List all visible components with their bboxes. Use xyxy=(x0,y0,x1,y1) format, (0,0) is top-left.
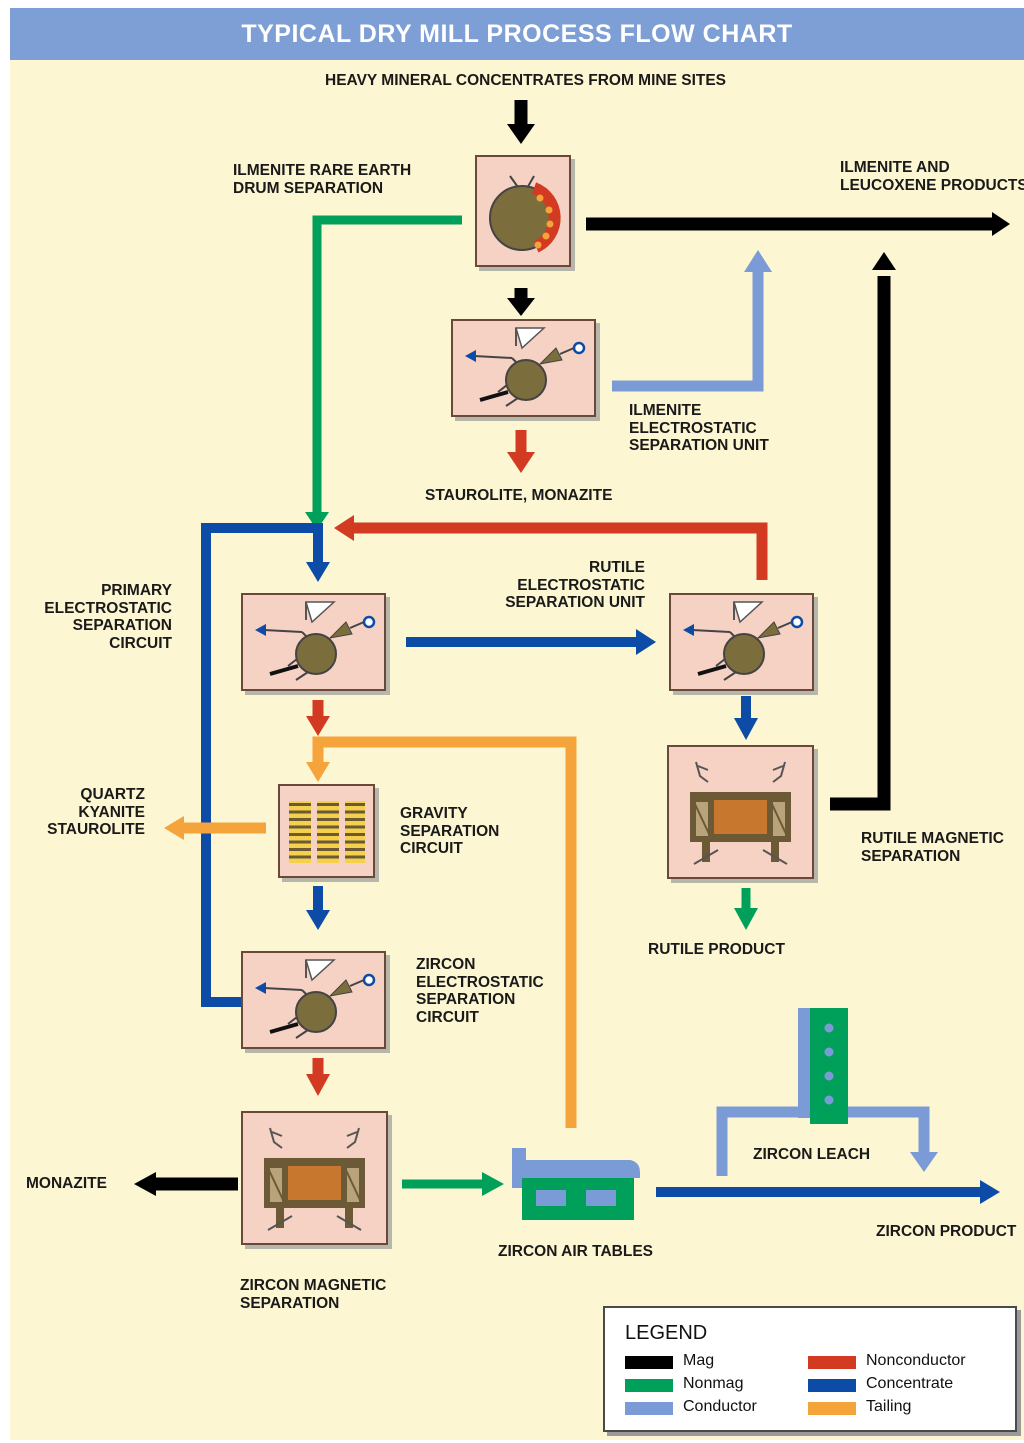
chart-title: TYPICAL DRY MILL PROCESS FLOW CHART xyxy=(241,20,793,48)
zircon-magnetic-separator xyxy=(242,1112,387,1244)
primary-electrostatic-label: PRIMARY ELECTROSTATIC SEPARATION CIRCUIT xyxy=(44,582,172,652)
ilmenite-electrostatic-label: ILMENITE ELECTROSTATIC SEPARATION UNIT xyxy=(629,402,769,454)
ilmenite-drum-separator xyxy=(476,156,570,266)
staurolite-monazite-label: STAUROLITE, MONAZITE xyxy=(425,487,613,504)
legend: LEGEND Mag Nonmag Conductor Nonconductor… xyxy=(603,1306,1017,1432)
ilmenite-product-label: ILMENITE AND LEUCOXENE PRODUCTS xyxy=(840,159,1024,194)
zircon-magnetic-label: ZIRCON MAGNETIC SEPARATION xyxy=(240,1277,387,1312)
legend-label: Conductor xyxy=(683,1398,757,1415)
flow-chart: TYPICAL DRY MILL PROCESS FLOW CHART xyxy=(10,8,1024,1440)
zircon-leach-label: ZIRCON LEACH xyxy=(753,1146,871,1163)
gravity-separator xyxy=(279,785,374,877)
flow-diagram xyxy=(134,100,1010,1440)
concentrate-swatch xyxy=(808,1379,856,1392)
title-bar: TYPICAL DRY MILL PROCESS FLOW CHART xyxy=(10,8,1024,60)
ilmenite-electrostatic-unit xyxy=(452,320,595,416)
primary-electrostatic-unit xyxy=(242,594,385,690)
flow-lines xyxy=(134,100,1010,1204)
legend-label: Mag xyxy=(683,1352,715,1369)
equipment xyxy=(242,156,848,1244)
zircon-product-label: ZIRCON PRODUCT xyxy=(876,1223,1017,1240)
mag-swatch xyxy=(625,1356,673,1369)
rutile-product-label: RUTILE PRODUCT xyxy=(648,941,785,958)
zircon-leach-column xyxy=(798,1008,848,1124)
legend-label: Nonmag xyxy=(683,1375,744,1392)
rutile-magnetic-separator xyxy=(668,746,813,878)
legend-label: Nonconductor xyxy=(866,1352,966,1369)
rutile-electrostatic-unit xyxy=(670,594,813,690)
ilmenite-drum-label: ILMENITE RARE EARTH DRUM SEPARATION xyxy=(233,162,412,197)
zircon-electrostatic-unit xyxy=(242,952,385,1048)
legend-title: LEGEND xyxy=(625,1322,708,1344)
conductor-swatch xyxy=(625,1402,673,1415)
quartz-kyanite-label: QUARTZ KYANITE STAUROLITE xyxy=(47,786,145,838)
zircon-air-tables-label: ZIRCON AIR TABLES xyxy=(498,1243,653,1260)
monazite-label: MONAZITE xyxy=(26,1175,107,1192)
zircon-air-table xyxy=(512,1148,640,1220)
rutile-magnetic-label: RUTILE MAGNETIC SEPARATION xyxy=(861,830,1004,865)
legend-label: Tailing xyxy=(866,1398,912,1415)
zircon-electrostatic-label: ZIRCON ELECTROSTATIC SEPARATION CIRCUIT xyxy=(416,956,544,1026)
tailing-swatch xyxy=(808,1402,856,1415)
nonmag-swatch xyxy=(625,1379,673,1392)
nonconductor-swatch xyxy=(808,1356,856,1369)
rutile-electrostatic-label: RUTILE ELECTROSTATIC SEPARATION UNIT xyxy=(505,559,645,611)
legend-label: Concentrate xyxy=(866,1375,954,1392)
gravity-separation-label: GRAVITY SEPARATION CIRCUIT xyxy=(400,805,500,857)
heavy-mineral-label: HEAVY MINERAL CONCENTRATES FROM MINE SIT… xyxy=(325,72,727,89)
